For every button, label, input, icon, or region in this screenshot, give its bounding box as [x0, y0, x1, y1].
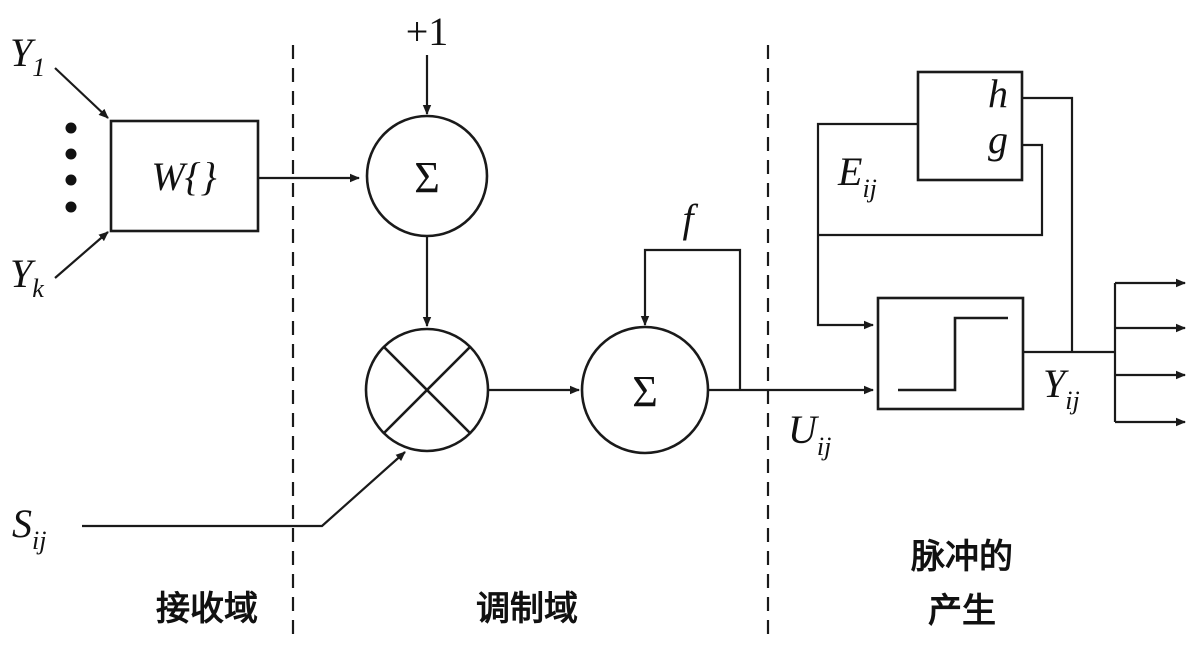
- sij-input-line: [82, 451, 406, 528]
- input-y1-label: Y1: [10, 30, 45, 82]
- input-ellipsis-dots: [65, 122, 77, 213]
- weight-label: W{}: [151, 154, 216, 199]
- step-function-box: [876, 296, 1025, 411]
- uij-label: Uij: [788, 407, 831, 461]
- step-function-icon: [898, 316, 1008, 392]
- g-feedback-line: [818, 143, 1044, 237]
- linking-sigma-symbol: Σ: [414, 153, 440, 202]
- feedback-f-label: f: [682, 196, 698, 241]
- eij-threshold-line: [816, 122, 918, 330]
- threshold-update-box: [916, 70, 1024, 182]
- feedback-loop-line: [640, 248, 742, 390]
- region-receive-label: 接收域: [156, 589, 258, 629]
- threshold-g-label: g: [988, 117, 1008, 162]
- eij-label: Eij: [837, 149, 877, 203]
- multiply-node: [364, 327, 490, 453]
- yij-label: Yij: [1043, 361, 1080, 415]
- input-yk-label: Yk: [10, 251, 44, 303]
- region-pulse-label-line2: 产生: [928, 591, 996, 631]
- input-yk-arrow: [54, 231, 109, 279]
- region-modulate-label: 调制域: [476, 589, 578, 629]
- region-pulse-label-line1: 脉冲的: [911, 537, 1013, 577]
- plus-one-label: +1: [406, 9, 449, 54]
- threshold-h-label: h: [988, 71, 1008, 116]
- h-feedback-line: [1022, 96, 1074, 352]
- input-sij-label: Sij: [12, 501, 46, 555]
- weight-box: [109, 119, 260, 233]
- internal-sigma-symbol: Σ: [632, 367, 658, 416]
- input-y1-arrow: [54, 67, 109, 119]
